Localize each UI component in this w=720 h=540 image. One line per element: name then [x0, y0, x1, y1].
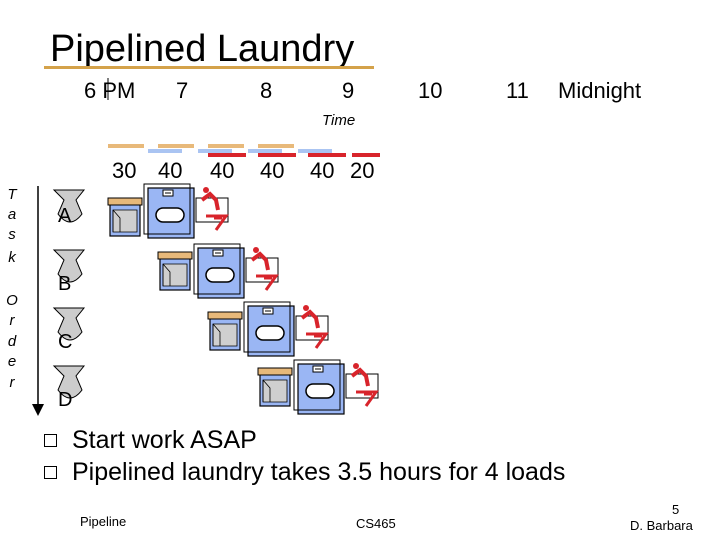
laundry-bag-icon: C: [52, 307, 86, 353]
slide-title: Pipelined Laundry: [50, 28, 355, 70]
dryer-icon: [243, 301, 295, 357]
dryer-bar: [148, 149, 182, 153]
task-order-letter: k: [8, 249, 16, 266]
duration-label-6: 20: [350, 158, 375, 183]
dryer-icon: [293, 359, 345, 415]
bullet-box-icon: [44, 466, 57, 479]
task-order-letter: O: [6, 292, 18, 309]
time-label-6pm: 6 PM: [84, 78, 136, 103]
footer-center: CS465: [356, 516, 396, 531]
author: D. Barbara: [630, 518, 693, 533]
task-order-letter: T: [7, 186, 17, 203]
task-label-b: B: [58, 273, 71, 295]
task-label-d: D: [58, 389, 72, 411]
time-label-7: 7: [176, 78, 189, 103]
washer-bar: [208, 144, 244, 148]
task-label-c: C: [58, 331, 72, 353]
washer-icon: [157, 251, 193, 291]
time-label-11: 11: [506, 78, 529, 103]
folder-person-icon: [294, 303, 330, 350]
time-label-9: 9: [342, 78, 355, 103]
page-number: 5: [672, 502, 680, 517]
duration-label-4: 40: [260, 158, 285, 183]
dryer-icon: [143, 183, 195, 239]
bullet-item: Start work ASAP: [44, 424, 565, 456]
folder-bar: [308, 153, 346, 157]
duration-label-2: 40: [158, 158, 183, 183]
bullet-list: Start work ASAP Pipelined laundry takes …: [44, 424, 565, 488]
footer-left: Pipeline: [80, 514, 127, 529]
dryer-bar: [298, 149, 332, 153]
dryer-bar: [248, 149, 282, 153]
washer-icon: [257, 367, 293, 407]
bullet-item: Pipelined laundry takes 3.5 hours for 4 …: [44, 456, 565, 488]
folder-bar: [352, 153, 380, 157]
task-order-letter: d: [7, 333, 17, 350]
laundry-bag-icon: A: [52, 189, 86, 227]
time-label-midnight: Midnight: [558, 78, 642, 103]
duration-label-5: 40: [310, 158, 335, 183]
duration-label-3: 40: [210, 158, 235, 183]
washer-icon: [107, 197, 143, 237]
washer-bar: [108, 144, 144, 148]
dryer-icon: [193, 243, 245, 299]
bullet-text: Start work ASAP: [72, 426, 257, 454]
time-axis-label: Time: [322, 112, 356, 129]
stage-bars: [108, 144, 380, 157]
title-underline: [44, 66, 374, 69]
task-order-letter: a: [7, 206, 17, 223]
washer-bar: [158, 144, 194, 148]
task-order-letter: s: [8, 226, 16, 243]
folder-bar: [208, 153, 246, 157]
time-label-10: 10: [418, 78, 443, 103]
task-order-arrowhead: [32, 404, 44, 416]
folder-bar: [258, 153, 296, 157]
laundry-bag-icon: B: [52, 249, 86, 295]
folder-person-icon: [194, 185, 230, 232]
folder-person-icon: [244, 245, 280, 292]
dryer-bar: [198, 149, 232, 153]
washer-icon: [207, 311, 243, 351]
task-order-letter: r: [9, 374, 15, 391]
duration-label-1: 30: [112, 158, 137, 183]
task-order-letter: r: [9, 312, 15, 329]
task-label-a: A: [58, 205, 72, 227]
time-label-8: 8: [260, 78, 273, 103]
bullet-text: Pipelined laundry takes 3.5 hours for 4 …: [72, 458, 566, 486]
laundry-bag-icon: D: [52, 365, 86, 411]
washer-bar: [258, 144, 294, 148]
task-order-letter: e: [7, 353, 17, 370]
bullet-box-icon: [44, 434, 57, 447]
folder-person-icon: [344, 361, 380, 408]
